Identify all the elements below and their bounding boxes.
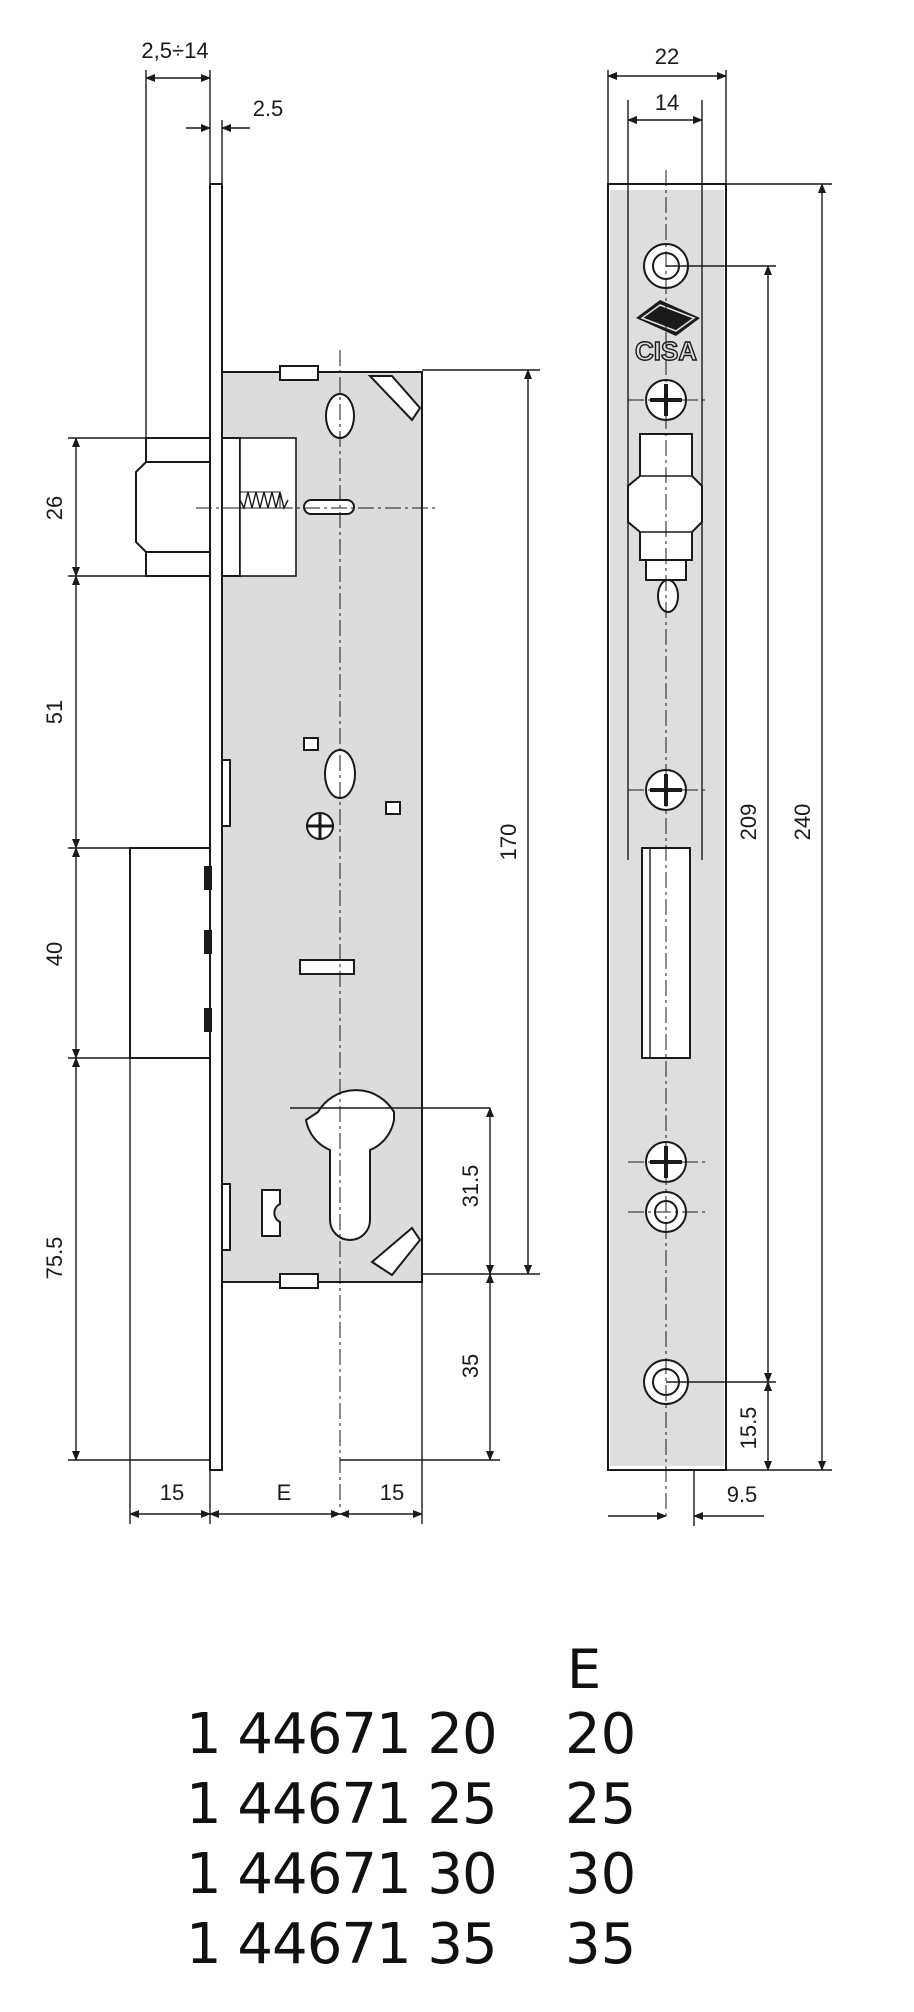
table-row: 1 44671 30 30 <box>0 1840 914 1910</box>
dim-75-5: 75.5 <box>42 1237 67 1280</box>
table-header-E: E <box>567 1638 602 1701</box>
model-e-value: 35 <box>565 1912 637 1977</box>
dim-9-5: 9.5 <box>727 1482 758 1507</box>
model-e-value: 20 <box>565 1702 637 1767</box>
tab-top <box>279 365 319 381</box>
tab-bottom <box>279 1273 319 1289</box>
table-row: 1 44671 35 35 <box>0 1910 914 1980</box>
dim-22: 22 <box>655 44 679 69</box>
slot-bolt <box>303 499 355 515</box>
dim-14: 14 <box>655 90 679 115</box>
technical-drawing: 2,5÷14 2.5 26 51 40 75.5 170 31.5 35 <box>42 38 832 1526</box>
model-code: 1 44671 30 <box>186 1842 498 1907</box>
cylinder-hole <box>304 1089 395 1241</box>
dim-E: E <box>277 1480 292 1505</box>
faceplate-side <box>209 183 223 1471</box>
dim-15-left: 15 <box>160 1480 184 1505</box>
dim-bolt-height: 26 <box>42 496 67 520</box>
model-code: 1 44671 20 <box>186 1702 498 1767</box>
dim-latch-height: 40 <box>42 942 67 966</box>
front-view: 22 14 CISA <box>607 44 832 1526</box>
dim-209: 209 <box>736 804 761 841</box>
dim-15-5: 15.5 <box>736 1407 761 1450</box>
table-row: 1 44671 20 20 <box>0 1700 914 1770</box>
clip-top <box>367 375 422 422</box>
latch-bolt <box>129 847 211 1059</box>
dim-170: 170 <box>496 824 521 861</box>
model-e-value: 25 <box>565 1772 637 1837</box>
table-row: 1 44671 25 25 <box>0 1770 914 1840</box>
dim-51: 51 <box>42 700 67 724</box>
dim-backset-range: 2,5÷14 <box>141 38 208 63</box>
dim-35: 35 <box>458 1354 483 1378</box>
side-view: 2,5÷14 2.5 26 51 40 75.5 170 31.5 35 <box>42 38 540 1524</box>
model-e-value: 30 <box>565 1842 637 1907</box>
model-code: 1 44671 35 <box>186 1912 498 1977</box>
deadbolt-body <box>135 461 211 553</box>
dim-31-5: 31.5 <box>458 1165 483 1208</box>
clip-bottom <box>370 1226 422 1277</box>
faceplate-front <box>607 183 727 1471</box>
model-table: E 1 44671 20 20 1 44671 25 25 1 44671 30… <box>0 1640 914 2012</box>
dim-faceplate-thickness: 2.5 <box>253 96 284 121</box>
dim-15-right: 15 <box>380 1480 404 1505</box>
model-code: 1 44671 25 <box>186 1772 498 1837</box>
deadbolt-front <box>627 433 703 561</box>
dim-240: 240 <box>790 804 815 841</box>
